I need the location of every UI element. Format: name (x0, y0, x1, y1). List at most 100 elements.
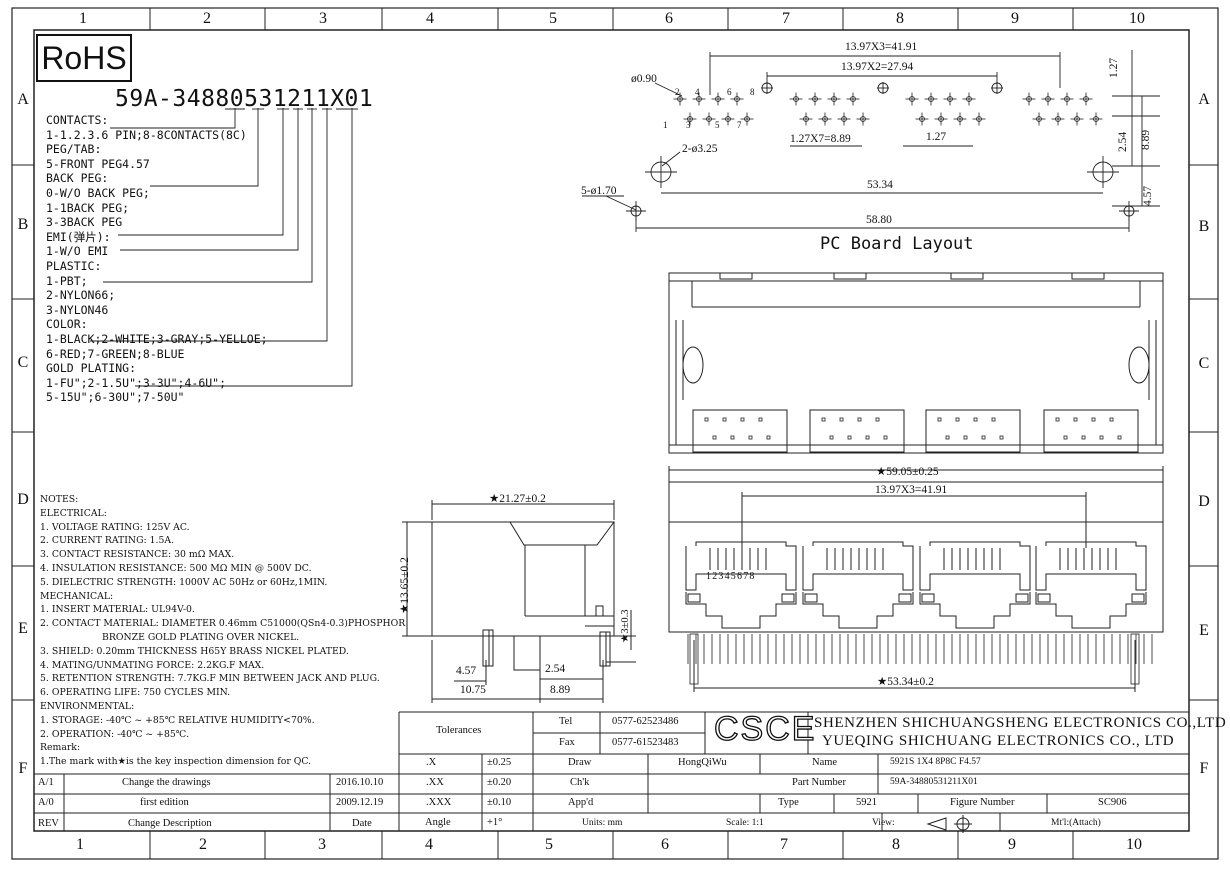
rev-header: REV (38, 818, 59, 829)
pcb-pin-4: 4 (695, 87, 700, 97)
figure-number-value: SC906 (1098, 797, 1127, 808)
tol-x-val: ±0.25 (487, 757, 512, 768)
zone-col-10-bottom: 10 (1126, 836, 1142, 853)
pcb-pin-3: 3 (686, 120, 691, 130)
side-dim-pin-len: ★3±0.3 (620, 609, 631, 643)
zone-col-1: 1 (79, 10, 87, 27)
zone-col-6: 6 (665, 10, 673, 27)
note-line: 2. CONTACT MATERIAL: DIAMETER 0.46mm C51… (40, 618, 406, 630)
zone-col-8: 8 (896, 10, 904, 27)
front-dim-width: ★59.05±0.25 (876, 466, 939, 478)
pcb-dim-41-91: 13.97X3=41.91 (845, 41, 918, 53)
spec-line: 6-RED;7-GREEN;8-BLUE (46, 346, 185, 361)
name-label: Name (812, 757, 838, 768)
spec-line: PEG/TAB: (46, 142, 102, 157)
top-contact-dot (883, 435, 888, 440)
top-contact-dot (1073, 417, 1078, 422)
pcb-dim-right-2-54: 2.54 (1117, 131, 1129, 152)
note-line: 2. CURRENT RATING: 1.5A. (40, 535, 175, 547)
inner-border (33, 29, 1190, 832)
zone-col-10: 10 (1129, 10, 1145, 27)
side-dim-2-54: 2.54 (545, 663, 566, 675)
check-label: Ch'k (570, 777, 590, 788)
side-view (402, 500, 636, 703)
rev-a1: A/1 (38, 777, 54, 788)
company-name-1: SHENZHEN SHICHUANGSHENG ELECTRONICS CO.,… (814, 715, 1227, 731)
tol-x: .X (426, 757, 437, 768)
zone-col-2-bottom: 2 (199, 836, 207, 853)
zone-row-c: C (17, 354, 29, 371)
note-line: 3. SHIELD: 0.20mm THICKNESS H65Y BRASS N… (40, 645, 349, 657)
spec-line: 2-NYLON66; (46, 288, 116, 303)
pcb-dim-27-94: 13.97X2=27.94 (841, 61, 914, 73)
top-contact-dot (945, 435, 950, 440)
pcb-pin-2: 2 (675, 87, 680, 97)
top-contact-dot (1099, 435, 1104, 440)
rj45-port-outline (685, 541, 797, 591)
rohs-mark: RoHS (36, 34, 132, 82)
spec-line: BACK PEG: (46, 171, 109, 186)
note-line: ELECTRICAL: (40, 507, 107, 519)
note-line: NOTES: (40, 494, 79, 505)
zone-row-c-right: C (1198, 355, 1210, 372)
top-contact-dot (1063, 435, 1068, 440)
led-window (1037, 593, 1051, 603)
tol-angle: Angle (425, 817, 451, 828)
material-label: Mt'l:(Attach) (1051, 818, 1101, 828)
pcb-title: PC Board Layout (820, 234, 974, 254)
top-contact-dot (1117, 435, 1122, 440)
top-contact-dot (875, 417, 880, 422)
tol-xx-val: ±0.20 (487, 777, 512, 788)
spec-line: 0-W/O BACK PEG; (46, 185, 150, 200)
zone-dividers (12, 8, 1218, 859)
rev-a0-desc: first edition (140, 797, 189, 808)
zone-col-4: 4 (426, 10, 434, 27)
zone-row-f-right: F (1199, 760, 1209, 777)
top-contact-dot (999, 435, 1004, 440)
led-window (804, 593, 818, 603)
led-window (687, 593, 701, 603)
spec-line: 1-W/O EMI (46, 244, 109, 259)
front-view-ports (685, 541, 1147, 629)
note-line: 1.The mark with★is the key inspection di… (40, 756, 312, 768)
top-contact-dot (740, 417, 745, 422)
side-dim-4-57: 4.57 (456, 665, 477, 677)
note-line: 1. INSERT MATERIAL: UL94V-0. (40, 604, 195, 616)
pcb-pin-7: 7 (737, 120, 742, 130)
rev-header-date: Date (352, 818, 372, 829)
side-dim-8-89: 8.89 (550, 684, 571, 696)
top-contact-dot (1055, 417, 1060, 422)
led-window (1131, 593, 1145, 603)
name-value: 5921S 1X4 8P8C F4.57 (890, 757, 981, 767)
top-contact-dot (1109, 417, 1114, 422)
zone-col-3-bottom: 3 (318, 836, 326, 853)
spec-line: COLOR: (46, 317, 88, 332)
top-contact-dot (963, 435, 968, 440)
pcb-dim-right-1-27: 1.27 (1108, 57, 1120, 78)
top-contact-dot (857, 417, 862, 422)
scale-label: Scale: 1:1 (726, 818, 764, 828)
zone-col-5: 5 (549, 10, 557, 27)
led-window (781, 593, 795, 603)
spec-line: EMI(弹片): (46, 229, 111, 244)
top-contact-dot (722, 417, 727, 422)
approve-label: App'd (568, 797, 594, 808)
fax-label: Fax (559, 737, 575, 748)
top-contact-dot (712, 435, 717, 440)
top-contact-dot (821, 417, 826, 422)
top-contact-dot (730, 435, 735, 440)
tol-xxx: .XXX (426, 797, 452, 808)
spec-list: CONTACTS:1-1.2.3.6 PIN;8-8CONTACTS(8C)PE… (46, 113, 268, 405)
rev-a1-date: 2016.10.10 (336, 777, 384, 788)
part-number-label: Part Number (792, 777, 846, 788)
spec-line: 1-1.2.3.6 PIN;8-8CONTACTS(8C) (46, 127, 247, 142)
spec-line: PLASTIC: (46, 258, 102, 273)
top-view (668, 272, 1164, 454)
view-label: View: (872, 818, 895, 828)
led-window (898, 593, 912, 603)
top-contact-dot (704, 417, 709, 422)
pcb-pin-5: 5 (715, 120, 720, 130)
note-line: 4. INSULATION RESISTANCE: 500 MΩ MIN @ 5… (40, 562, 312, 574)
led-window (921, 593, 935, 603)
note-line: MECHANICAL: (40, 590, 114, 602)
